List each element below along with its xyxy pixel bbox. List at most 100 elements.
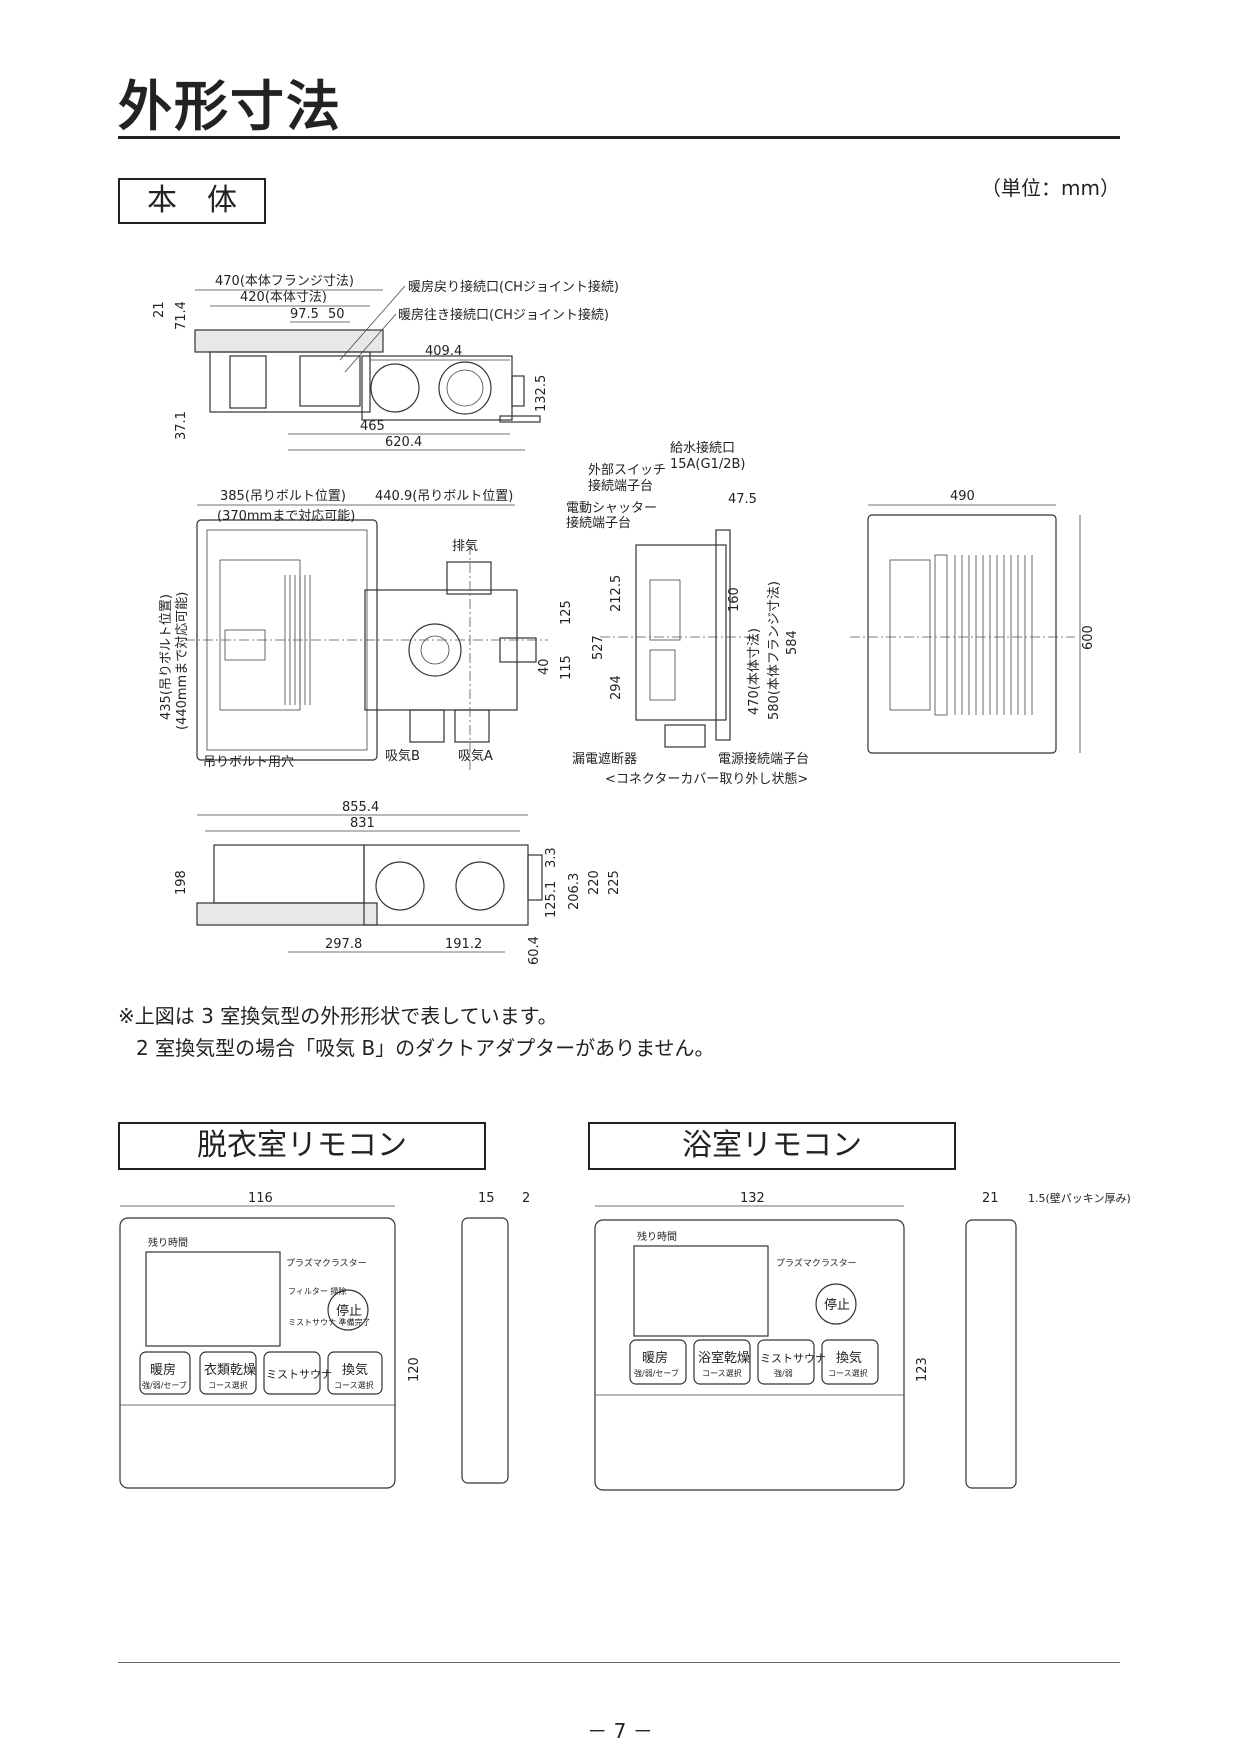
bath-stop: 停止	[824, 1297, 850, 1313]
bath-remaining: 残り時間	[637, 1230, 677, 1243]
dim-plan-115: 115	[559, 655, 574, 680]
dressing-btn2-sub: コース選択	[208, 1380, 248, 1390]
dim-side-475: 47.5	[728, 492, 757, 507]
title-rule	[118, 136, 1120, 139]
dim-bottom-2063: 206.3	[567, 873, 582, 910]
dressing-btn4: 換気	[342, 1362, 368, 1378]
dressing-filter: フィルター 掃除	[288, 1286, 346, 1296]
bath-btn1-sub: 強/弱/セーブ	[634, 1368, 679, 1378]
dressing-height: 120	[407, 1357, 422, 1382]
bath-btn3: ミストサウナ	[760, 1352, 826, 1365]
dim-bottom-604: 60.4	[527, 936, 542, 965]
side-caption: <コネクターカバー取り外し状態>	[605, 771, 808, 787]
dim-plan-435: 435(吊りボルト位置)	[159, 594, 174, 720]
dim-bottom-220: 220	[587, 870, 602, 895]
dim-bottom-8554: 855.4	[342, 800, 379, 815]
dressing-depth1: 15	[478, 1191, 495, 1206]
label-intake-a: 吸気A	[458, 748, 493, 764]
label-shutter-2: 接続端子台	[566, 515, 631, 531]
dim-side-470: 470(本体寸法)	[747, 628, 762, 715]
main-unit-drawings: 470(本体フランジ寸法) 420(本体寸法) 97.5 50 暖房戻り接続口(…	[152, 274, 1096, 965]
note-line-2: 2 室換気型の場合「吸気 B」のダクトアダプターがありません。	[136, 1036, 715, 1060]
dim-top-465: 465	[360, 419, 385, 434]
dressing-btn2: 衣類乾燥	[204, 1362, 256, 1378]
dim-side-580: 580(本体フランジ寸法)	[767, 581, 782, 720]
dim-side-294: 294	[609, 675, 624, 700]
page-title: 外形寸法	[118, 75, 342, 138]
dim-bottom-831: 831	[350, 816, 375, 831]
dim-bottom-198: 198	[174, 870, 189, 895]
dressing-brand: プラズマクラスター	[286, 1257, 367, 1269]
dressing-width: 116	[248, 1191, 273, 1206]
dim-top-50: 50	[328, 307, 345, 322]
dressing-btn1-sub: 強/弱/セーブ	[142, 1380, 187, 1390]
dressing-remaining: 残り時間	[148, 1236, 188, 1249]
unit-label: （単位：mm）	[981, 176, 1120, 200]
dim-top-470: 470(本体フランジ寸法)	[215, 274, 354, 289]
dressing-mist: ミストサウナ 準備完了	[288, 1317, 371, 1327]
bath-remote-label: 浴室リモコン	[588, 1122, 956, 1170]
dim-plan-125: 125	[559, 600, 574, 625]
dim-bottom-1912: 191.2	[445, 937, 482, 952]
dim-plan-440: (440mmまで対応可能)	[175, 592, 190, 730]
dim-top-714: 71.4	[174, 301, 189, 330]
main-unit-label: 本 体	[118, 178, 266, 224]
dressing-btn4-sub: コース選択	[334, 1380, 374, 1390]
bath-btn1: 暖房	[642, 1350, 668, 1366]
bath-btn2: 浴室乾燥	[698, 1350, 750, 1366]
dim-top-21: 21	[152, 301, 167, 318]
bath-height: 123	[915, 1357, 930, 1382]
dim-side-584: 584	[785, 630, 800, 655]
dim-top-420: 420(本体寸法)	[240, 290, 327, 305]
remote-drawings: 116 残り時間 プラズマクラスター フィルター 掃除 ミストサウナ 準備完了 …	[119, 1191, 1131, 1491]
bath-width: 132	[740, 1191, 765, 1206]
note-line-1: ※上図は 3 室換気型の外形形状で表しています。	[118, 1004, 558, 1028]
bottom-view: 855.4 831 198 3.3 125.1 206.3 220 225 29…	[174, 800, 622, 965]
dim-side-160: 160	[727, 587, 742, 612]
side-view: 給水接続口 15A(G1/2B) 外部スイッチ 接続端子台 電動シャッター 接続…	[566, 440, 809, 787]
dressing-btn1: 暖房	[150, 1362, 176, 1378]
plan-view: 385(吊りボルト位置) 440.9(吊りボルト位置) (370mmまで対応可能…	[159, 489, 574, 770]
label-supply-port: 暖房往き接続口(CHジョイント接続)	[398, 307, 609, 323]
label-water-size: 15A(G1/2B)	[670, 457, 746, 472]
dressing-btn3: ミストサウナ	[266, 1368, 332, 1381]
page-number: － 7 －	[587, 1719, 653, 1743]
dim-plan-4409: 440.9(吊りボルト位置)	[375, 489, 513, 504]
dim-side-527: 527	[591, 635, 606, 660]
dim-top-4094: 409.4	[425, 344, 462, 359]
dim-plan-370: (370mmまで対応可能)	[217, 509, 355, 524]
dim-top-371: 37.1	[174, 411, 189, 440]
dim-bottom-33: 3.3	[544, 847, 559, 868]
front-view: 490 600	[850, 489, 1096, 754]
dim-bottom-225: 225	[607, 870, 622, 895]
label-ext-switch-2: 接続端子台	[588, 478, 653, 494]
dim-bottom-2978: 297.8	[325, 937, 362, 952]
dim-plan-385: 385(吊りボルト位置)	[220, 489, 346, 504]
label-breaker: 漏電遮断器	[572, 751, 637, 767]
bath-btn2-sub: コース選択	[702, 1368, 742, 1378]
bath-remote: 132 残り時間 プラズマクラスター 停止 暖房 強/弱/セーブ 浴室乾燥 コー…	[594, 1191, 1131, 1491]
dim-top-6204: 620.4	[385, 435, 422, 450]
label-exhaust: 排気	[452, 538, 478, 554]
label-bolt-hole: 吊りボルト用穴	[203, 755, 294, 770]
label-shutter-1: 電動シャッター	[566, 501, 657, 516]
label-power-terminal: 電源接続端子台	[718, 751, 809, 767]
dressing-remote-label: 脱衣室リモコン	[118, 1122, 486, 1170]
label-water-port: 給水接続口	[670, 440, 735, 456]
dressing-depth2: 2	[522, 1191, 530, 1206]
dim-front-490: 490	[950, 489, 975, 504]
dim-side-2125: 212.5	[609, 575, 624, 612]
label-intake-b: 吸気B	[385, 748, 420, 764]
dim-top-975: 97.5	[290, 307, 319, 322]
top-view: 470(本体フランジ寸法) 420(本体寸法) 97.5 50 暖房戻り接続口(…	[152, 274, 619, 451]
bath-btn4: 換気	[836, 1350, 862, 1366]
bath-depth2: 1.5(壁パッキン厚み)	[1028, 1191, 1131, 1205]
dressing-remote: 116 残り時間 プラズマクラスター フィルター 掃除 ミストサウナ 準備完了 …	[119, 1191, 530, 1489]
dim-bottom-1251: 125.1	[544, 881, 559, 918]
dim-top-1325: 132.5	[534, 375, 549, 412]
bath-brand: プラズマクラスター	[776, 1257, 857, 1269]
dressing-stop: 停止	[336, 1303, 362, 1319]
dim-plan-40: 40	[537, 658, 552, 675]
label-ext-switch-1: 外部スイッチ	[588, 463, 666, 478]
dim-front-600: 600	[1081, 625, 1096, 650]
